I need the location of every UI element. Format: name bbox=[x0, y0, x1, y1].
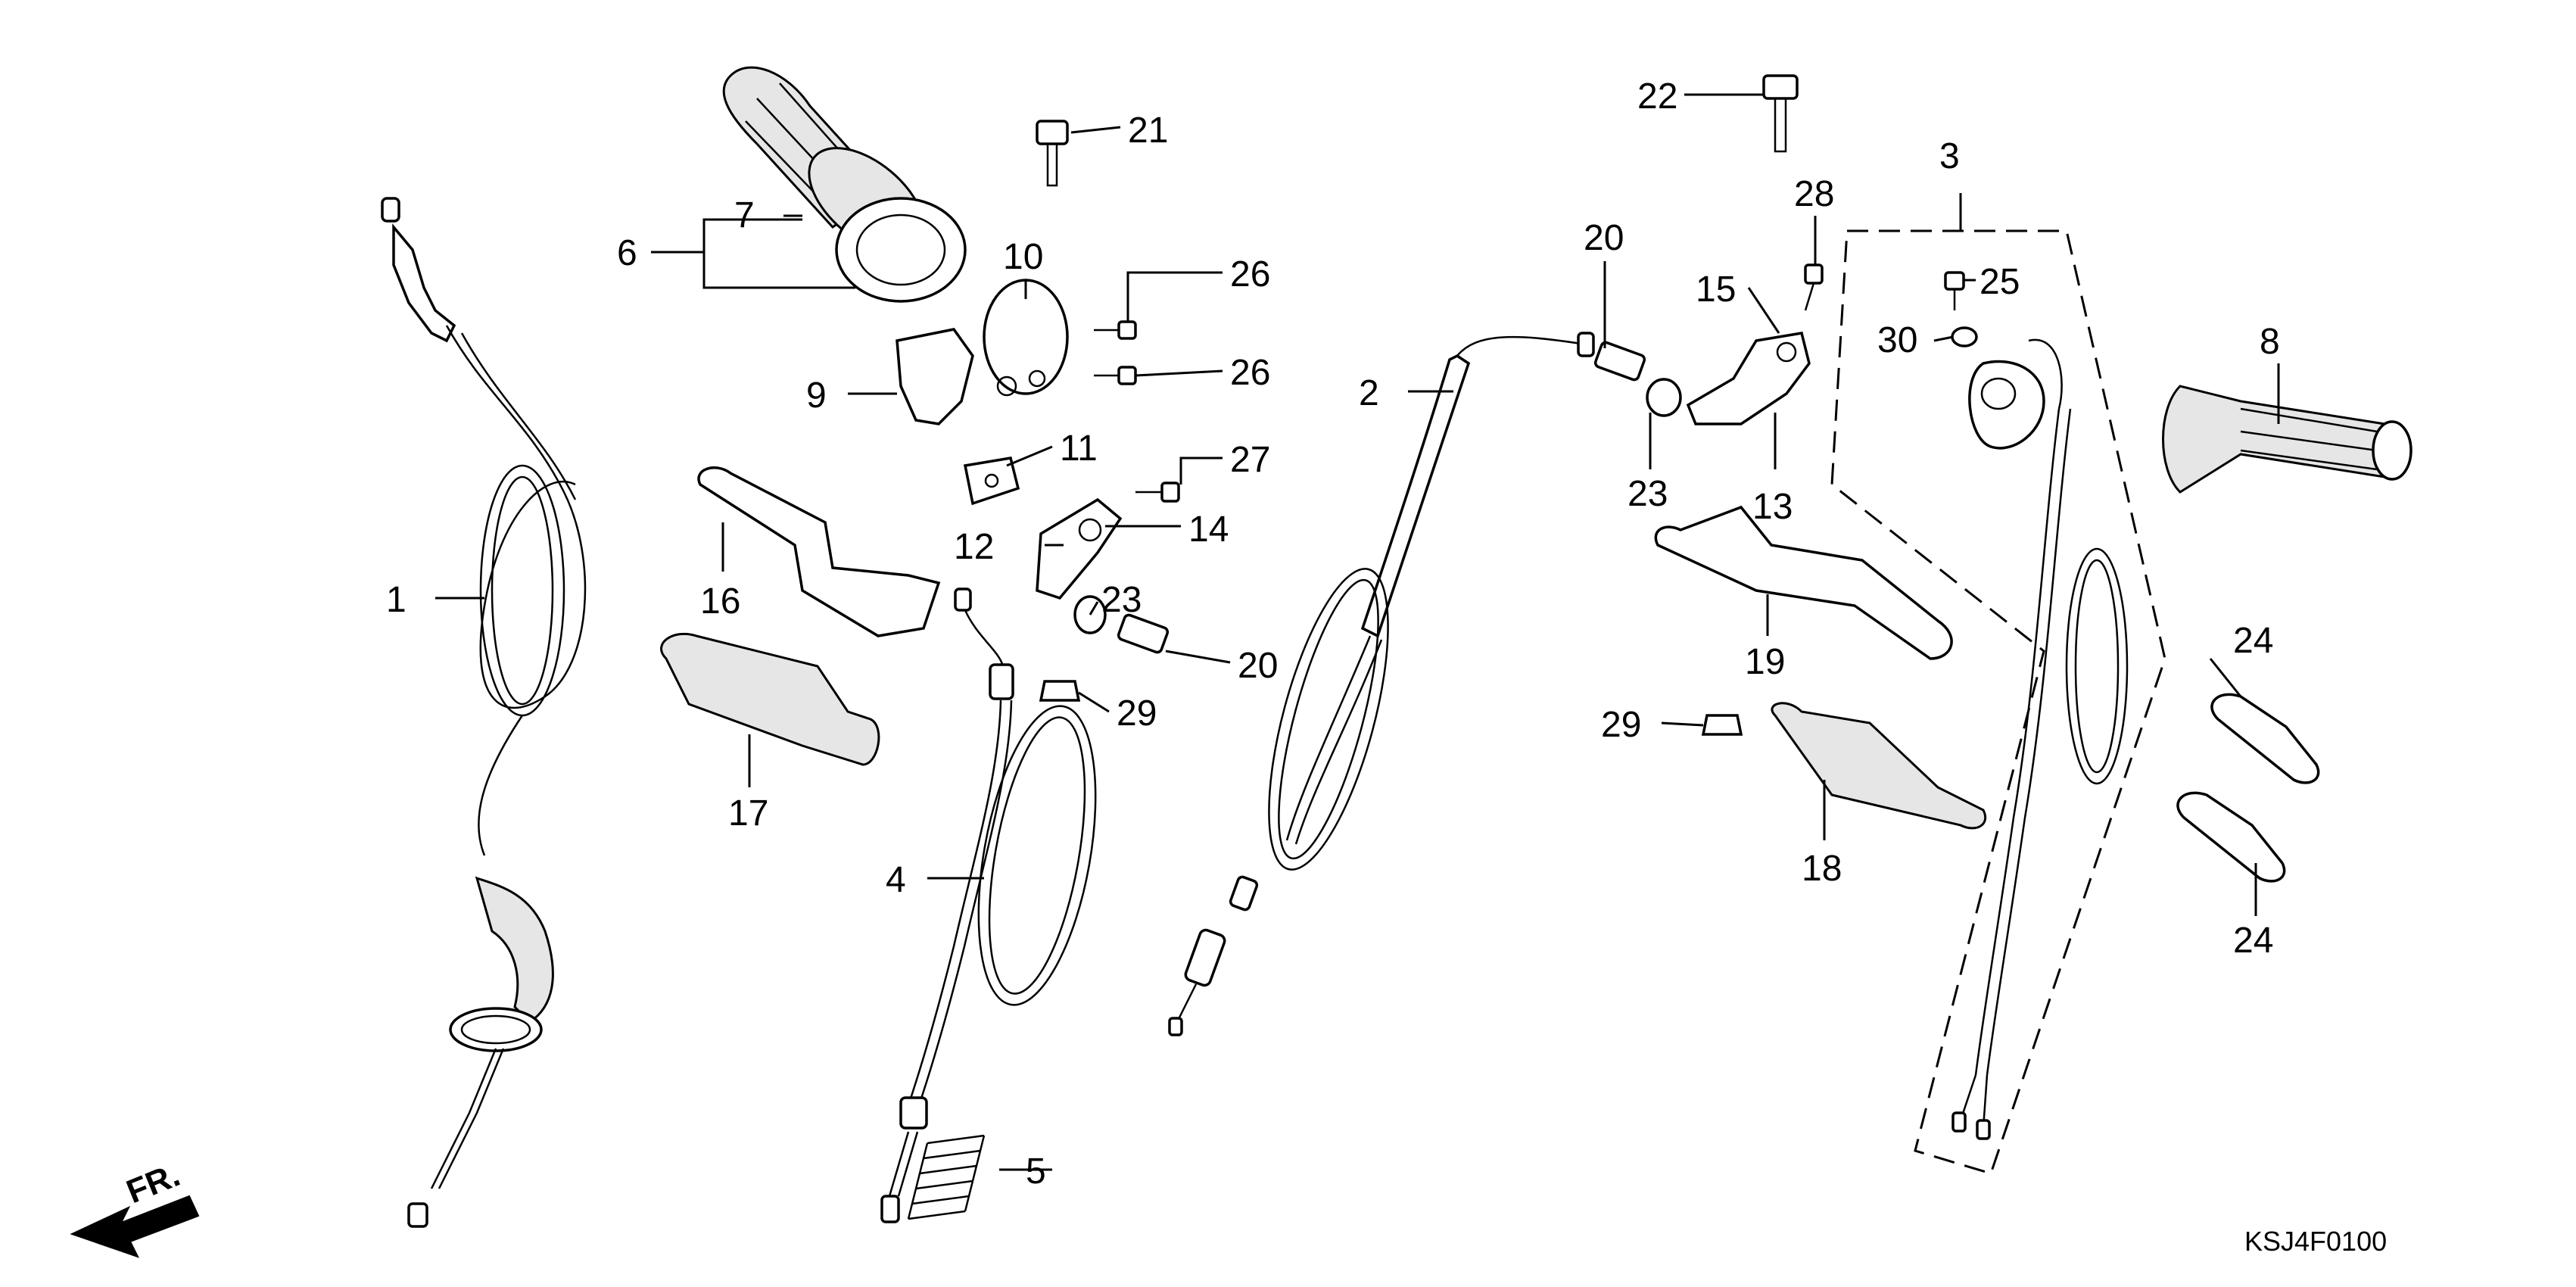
callout-11: 11 bbox=[1060, 428, 1098, 469]
part-2-clutch-cable bbox=[1168, 332, 1595, 1036]
callout-27: 27 bbox=[1230, 440, 1270, 480]
callout-20a: 20 bbox=[1238, 646, 1278, 686]
screw-26b bbox=[1094, 366, 1137, 385]
part-9-10-11-housing bbox=[896, 279, 1069, 506]
callout-15: 15 bbox=[1696, 270, 1736, 310]
part-3-switch-assy bbox=[1830, 229, 2166, 1175]
clamp-24a bbox=[2210, 693, 2320, 784]
part-1-throttle-cable bbox=[381, 197, 587, 1228]
part-13-15-clutch-bracket bbox=[1686, 332, 1811, 425]
cap-29b bbox=[1701, 714, 1743, 736]
callout-13: 13 bbox=[1752, 487, 1793, 527]
callout-26a: 26 bbox=[1230, 254, 1270, 294]
part-18-clutch-lever-cover bbox=[1771, 702, 1987, 830]
bolt-21 bbox=[1036, 120, 1069, 187]
callout-6: 6 bbox=[617, 233, 637, 273]
callout-3: 3 bbox=[1939, 136, 1960, 176]
part-4-cable bbox=[880, 587, 1097, 1223]
callout-12: 12 bbox=[954, 527, 994, 567]
callout-10: 10 bbox=[1003, 237, 1043, 277]
callout-1: 1 bbox=[386, 580, 406, 620]
adjuster-20b bbox=[1593, 341, 1646, 382]
part-8-left-grip bbox=[2162, 385, 2412, 494]
clamp-24b bbox=[2176, 791, 2286, 883]
callout-29a: 29 bbox=[1117, 693, 1157, 734]
callout-24a: 24 bbox=[2233, 621, 2273, 661]
callout-26b: 26 bbox=[1230, 353, 1270, 393]
callout-4: 4 bbox=[886, 860, 906, 900]
callout-28: 28 bbox=[1794, 174, 1834, 214]
callout-labels: 1 2 3 4 5 6 7 8 9 10 11 12 13 14 15 16 1… bbox=[386, 76, 2280, 1192]
callout-2: 2 bbox=[1359, 373, 1379, 413]
part-6-7-throttle-grip bbox=[722, 66, 967, 303]
part-17-lever-cover bbox=[660, 632, 880, 766]
callout-23a: 23 bbox=[1101, 580, 1142, 620]
callout-24b: 24 bbox=[2233, 921, 2273, 961]
callout-17: 17 bbox=[728, 793, 768, 834]
adjuster-20a bbox=[1117, 613, 1170, 654]
bolt-25 bbox=[1944, 271, 1965, 310]
part-16-lever bbox=[697, 466, 941, 637]
part-12-14-bracket bbox=[1036, 497, 1123, 600]
screw-26a bbox=[1094, 320, 1137, 340]
callout-20b: 20 bbox=[1584, 218, 1624, 258]
callout-16: 16 bbox=[700, 581, 740, 622]
callout-30: 30 bbox=[1877, 320, 1917, 360]
front-direction-arrow: FR. bbox=[70, 1156, 200, 1258]
callout-21: 21 bbox=[1128, 111, 1168, 151]
callout-18: 18 bbox=[1802, 849, 1842, 889]
cap-29a bbox=[1039, 680, 1081, 702]
callout-25: 25 bbox=[1980, 262, 2020, 302]
part-19-clutch-lever bbox=[1654, 505, 1953, 660]
callout-29b: 29 bbox=[1601, 705, 1641, 745]
callout-8: 8 bbox=[2260, 322, 2280, 362]
screw-27 bbox=[1135, 481, 1180, 503]
diagram-code: KSJ4F0100 bbox=[2244, 1226, 2387, 1257]
callout-5: 5 bbox=[1026, 1151, 1046, 1192]
callout-9: 9 bbox=[806, 376, 827, 416]
callout-23b: 23 bbox=[1628, 474, 1668, 514]
callout-19: 19 bbox=[1745, 642, 1785, 682]
callout-22: 22 bbox=[1637, 76, 1677, 117]
bolt-22 bbox=[1762, 74, 1799, 153]
part-5-spring bbox=[907, 1134, 986, 1220]
screw-28 bbox=[1804, 263, 1824, 311]
leader-lines bbox=[435, 93, 2280, 1171]
callout-14: 14 bbox=[1188, 510, 1229, 550]
nut-23b bbox=[1646, 378, 1682, 417]
nut-30 bbox=[1951, 326, 1978, 347]
callout-7: 7 bbox=[734, 195, 755, 235]
